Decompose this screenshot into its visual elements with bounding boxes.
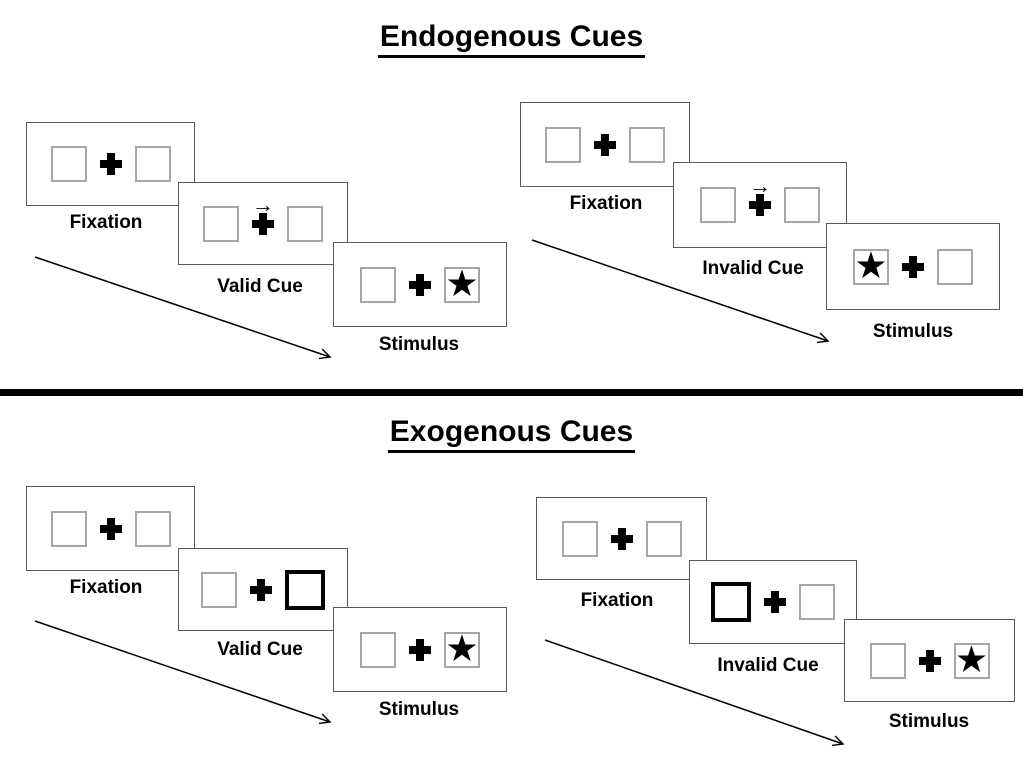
- panel-valid-cue: [178, 548, 348, 631]
- right-target-box: ★: [444, 262, 480, 304]
- timeline-arrow-endogenous-valid: [34, 256, 332, 360]
- endogenous-section-title: Endogenous Cues: [377, 20, 646, 58]
- star-stimulus-icon: ★: [854, 244, 888, 286]
- star-stimulus-icon: ★: [445, 627, 479, 669]
- left-placeholder-box: [360, 266, 396, 303]
- fixation-cross-icon: [99, 153, 122, 175]
- exogenous-section-title-row: Exogenous Cues: [0, 415, 1023, 453]
- exogenous-section-title: Exogenous Cues: [387, 415, 636, 453]
- panel-stimulus: ★: [333, 242, 507, 327]
- fixation-cross-icon: [99, 517, 122, 540]
- stimulus-label: Stimulus: [888, 711, 970, 732]
- panel-fixation: [26, 122, 195, 206]
- left-placeholder-box: [360, 631, 396, 668]
- invalid-cue-label: Invalid Cue: [717, 655, 819, 676]
- right-placeholder-box: [134, 510, 171, 547]
- left-placeholder-box: [869, 642, 906, 679]
- panel-invalid-cue: [689, 560, 857, 644]
- fixation-label: Fixation: [569, 193, 643, 214]
- fixation-cross-icon: [409, 273, 431, 296]
- right-placeholder-box: [937, 248, 973, 285]
- panel-fixation: [520, 102, 690, 187]
- stimulus-label: Stimulus: [872, 321, 954, 342]
- stimulus-label: Stimulus: [378, 334, 460, 355]
- panel-fixation: [536, 497, 707, 580]
- left-placeholder-box: [203, 205, 239, 242]
- right-placeholder-box: [629, 126, 665, 163]
- right-target-box: ★: [444, 627, 480, 669]
- fixation-label: Fixation: [580, 590, 654, 611]
- panel-invalid-cue: →: [673, 162, 847, 248]
- fixation-label: Fixation: [69, 577, 143, 598]
- left-placeholder-box: [545, 126, 581, 163]
- fixation-cross-icon: [594, 133, 616, 156]
- fixation-cross-icon: [918, 649, 941, 672]
- fixation-cross-icon: [764, 591, 786, 613]
- right-placeholder-box: [134, 146, 171, 182]
- fixation-cross-icon: [250, 578, 272, 601]
- fixation-cross-icon: [409, 638, 431, 661]
- left-placeholder-box: [50, 146, 87, 182]
- right-placeholder-box: [287, 205, 323, 242]
- right-placeholder-box: [799, 584, 835, 620]
- right-arrow-cue-icon: →: [252, 191, 274, 217]
- fixation-cross-icon: [902, 255, 924, 278]
- panel-fixation: [26, 486, 195, 571]
- right-highlighted-cue-box: [285, 569, 325, 610]
- left-placeholder-box: [561, 520, 598, 557]
- panel-valid-cue: →: [178, 182, 348, 265]
- valid-cue-label: Valid Cue: [217, 276, 303, 297]
- invalid-cue-label: Invalid Cue: [702, 258, 804, 279]
- panel-stimulus: ★: [844, 619, 1015, 702]
- timeline-arrow-endogenous-invalid: [531, 239, 830, 344]
- stimulus-label: Stimulus: [378, 699, 460, 720]
- right-arrow-cue-icon: →: [749, 173, 771, 198]
- left-placeholder-box: [50, 510, 87, 547]
- fixation-cross-icon: [610, 527, 633, 550]
- right-placeholder-box: [645, 520, 682, 557]
- left-target-box: ★: [853, 244, 889, 286]
- fixation-cross-icon: →: [749, 175, 771, 216]
- star-stimulus-icon: ★: [954, 638, 989, 680]
- right-target-box: ★: [953, 638, 990, 680]
- left-highlighted-cue-box: [711, 582, 751, 622]
- star-stimulus-icon: ★: [445, 262, 479, 304]
- fixation-label: Fixation: [69, 212, 143, 233]
- timeline-arrow-exogenous-valid: [34, 620, 332, 725]
- fixation-cross-icon: →: [252, 193, 274, 235]
- panel-stimulus: ★: [826, 223, 1000, 310]
- section-divider-line: [0, 389, 1023, 396]
- panel-stimulus: ★: [333, 607, 507, 692]
- right-placeholder-box: [784, 187, 820, 223]
- valid-cue-label: Valid Cue: [217, 639, 303, 660]
- left-placeholder-box: [700, 187, 736, 223]
- left-placeholder-box: [201, 571, 237, 608]
- endogenous-section-title-row: Endogenous Cues: [0, 20, 1023, 58]
